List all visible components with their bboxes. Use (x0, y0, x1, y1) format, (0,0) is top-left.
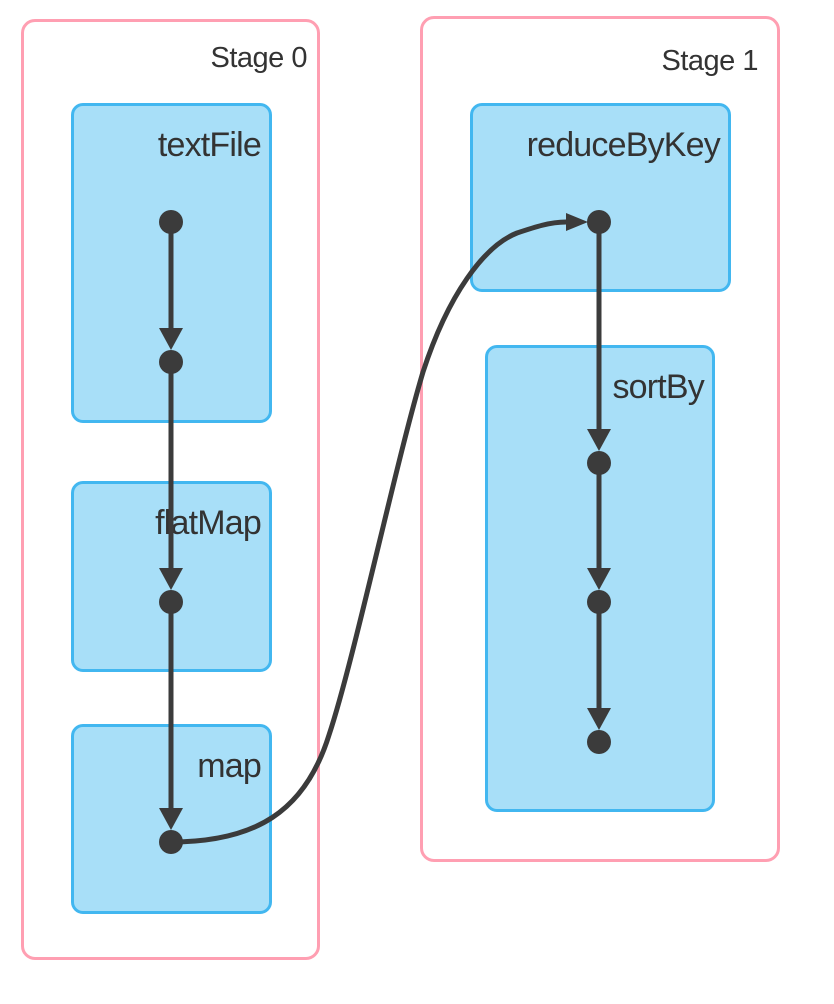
stage-0-label: Stage 0 (210, 42, 308, 74)
operation-box-reducebykey: reduceByKey (470, 103, 731, 292)
operation-label-reducebykey: reduceByKey (526, 126, 721, 164)
operation-box-textfile: textFile (71, 103, 272, 423)
stage-0-cluster: Stage 0 textFile flatMap map (21, 19, 320, 960)
operation-label-textfile: textFile (157, 126, 262, 164)
operation-label-map: map (197, 747, 262, 785)
stage-1-cluster: Stage 1 reduceByKey sortBy (420, 16, 780, 862)
stage-1-label: Stage 1 (661, 45, 759, 77)
operation-box-map: map (71, 724, 272, 914)
operation-box-flatmap: flatMap (71, 481, 272, 672)
operation-label-flatmap: flatMap (155, 504, 262, 542)
operation-label-sortby: sortBy (612, 368, 704, 406)
operation-box-sortby: sortBy (485, 345, 715, 812)
